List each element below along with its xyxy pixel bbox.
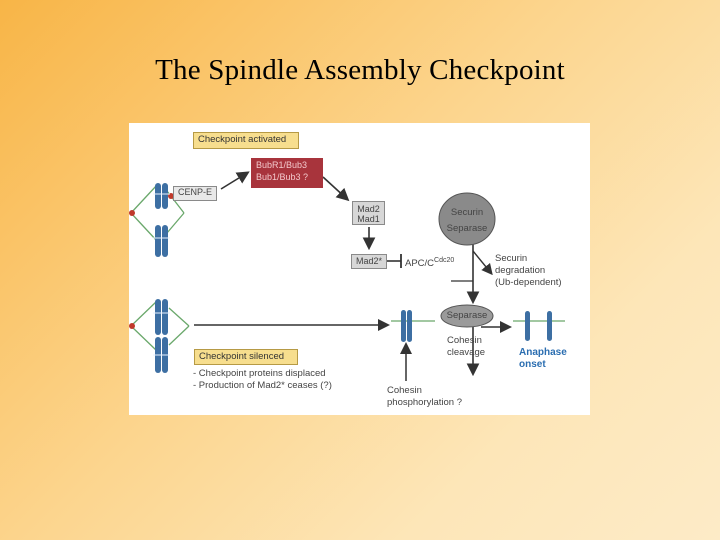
mad2-mad1-box: Mad2 Mad1	[352, 201, 385, 225]
slide-title: The Spindle Assembly Checkpoint	[155, 54, 565, 86]
mad2-label: Mad2	[357, 204, 380, 214]
metaphase-chromosome	[391, 310, 435, 342]
arrow-cenpe-to-bubr1	[220, 171, 250, 190]
spindle-checkpoint-diagram: Checkpoint activated BubR1/Bub3 Bub1/Bub…	[129, 123, 590, 415]
cenp-e-box: CENP-E	[173, 186, 217, 201]
arrow-bub-to-mad	[322, 176, 350, 202]
anaphase-chromatids	[513, 311, 565, 341]
bubr1-bub3-label: BubR1/Bub3	[256, 160, 308, 170]
arrow-to-securin-degradation	[472, 250, 493, 276]
cohesin-cleavage-label: Cohesin cleavage	[447, 335, 486, 358]
apc-c-label: APC/CCdc20	[405, 257, 455, 270]
mad1-label: Mad1	[357, 214, 380, 224]
anaphase-onset-label: Anaphase onset	[519, 347, 567, 370]
separase-label: Separase	[446, 223, 488, 234]
chromosome-pair-bottom	[153, 299, 170, 373]
cohesin-phosphorylation-label: Cohesin phosphorylation ?	[387, 385, 462, 408]
securin-degradation-label: Securin degradation (Ub-dependent)	[495, 253, 562, 288]
securin-separase-complex	[438, 192, 496, 246]
diagram-graphics	[129, 171, 565, 381]
bottom-spindle	[130, 300, 190, 352]
checkpoint-silenced-box: Checkpoint silenced	[194, 349, 298, 365]
silenced-notes: - Checkpoint proteins displaced - Produc…	[193, 368, 332, 391]
securin-label: Securin	[450, 207, 484, 218]
bub-complex-box: BubR1/Bub3 Bub1/Bub3 ?	[251, 158, 323, 188]
separase-ellipse	[440, 304, 494, 328]
spindle-pole-bottom-left	[129, 323, 135, 329]
bub1-bub3-label: Bub1/Bub3 ?	[256, 172, 309, 182]
checkpoint-activated-box: Checkpoint activated	[193, 132, 299, 149]
chromosome-pair-top	[153, 183, 170, 257]
separase-2-label: Separase	[446, 310, 488, 321]
spindle-pole-top-left	[129, 210, 135, 216]
mad2-star-box: Mad2*	[351, 254, 387, 269]
